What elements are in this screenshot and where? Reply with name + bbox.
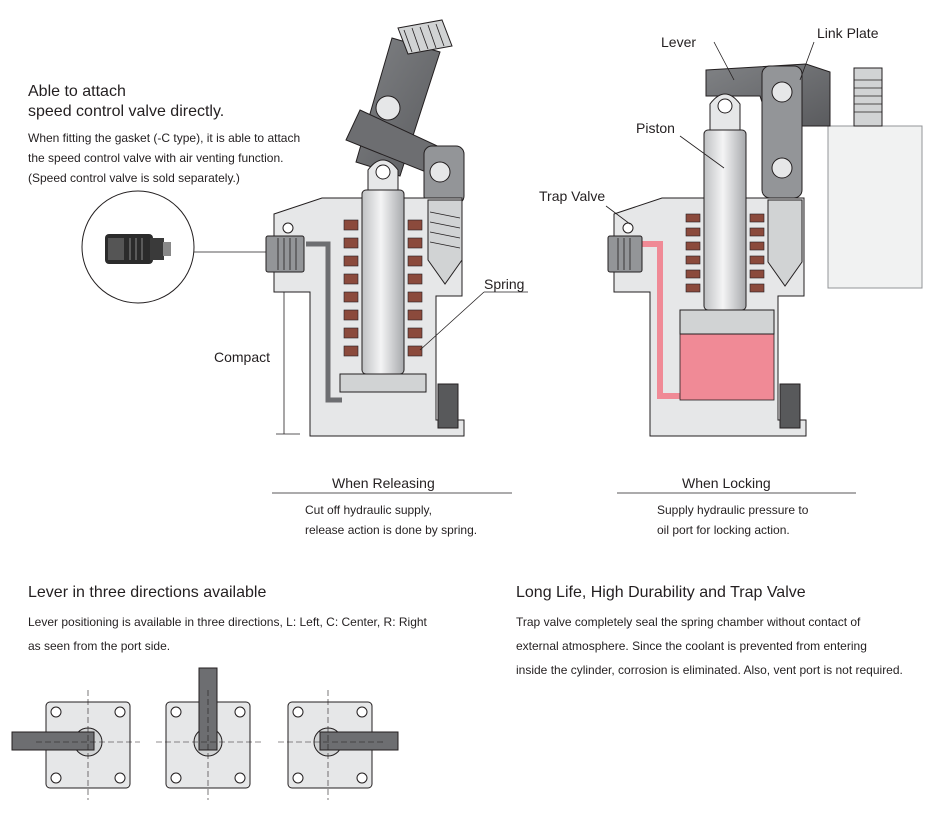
- label-spring: Spring: [484, 276, 525, 292]
- locking-title: When Locking: [682, 475, 771, 491]
- releasing-line-1: Cut off hydraulic supply,: [305, 503, 432, 517]
- label-trap-valve: Trap Valve: [539, 188, 606, 204]
- speed-valve-desc-3: (Speed control valve is sold separately.…: [28, 171, 240, 185]
- long-life-line-3: inside the cylinder, corrosion is elimin…: [516, 663, 903, 677]
- speed-valve-desc-2: the speed control valve with air venting…: [28, 151, 284, 165]
- long-life-line-1: Trap valve completely seal the spring ch…: [516, 615, 861, 629]
- lever-dirs-line-1: Lever positioning is available in three …: [28, 615, 427, 629]
- releasing-line-2: release action is done by spring.: [305, 523, 478, 537]
- speed-valve-heading-1: Able to attach: [28, 83, 126, 100]
- cylinder-locking: [605, 41, 923, 437]
- long-life-line-2: external atmosphere. Since the coolant i…: [516, 639, 867, 653]
- cylinder-releasing: [265, 19, 528, 437]
- label-link-plate: Link Plate: [817, 25, 879, 41]
- speed-valve-heading-2: speed control valve directly.: [28, 103, 225, 120]
- long-life-heading: Long Life, High Durability and Trap Valv…: [516, 584, 806, 601]
- speed-valve-desc-1: When fitting the gasket (-C type), it is…: [28, 131, 301, 145]
- label-compact: Compact: [214, 349, 271, 365]
- locking-line-1: Supply hydraulic pressure to: [657, 503, 809, 517]
- locking-line-2: oil port for locking action.: [657, 523, 790, 537]
- speed-control-valve-photo: [81, 190, 268, 304]
- lever-dirs-heading: Lever in three directions available: [28, 584, 267, 601]
- label-lever: Lever: [661, 34, 697, 50]
- label-piston: Piston: [636, 120, 675, 136]
- lever-view-left: [11, 690, 140, 800]
- lever-view-center: [156, 667, 262, 800]
- lever-dirs-line-2: as seen from the port side.: [28, 639, 171, 653]
- lever-view-right: [278, 690, 399, 800]
- releasing-title: When Releasing: [332, 475, 435, 491]
